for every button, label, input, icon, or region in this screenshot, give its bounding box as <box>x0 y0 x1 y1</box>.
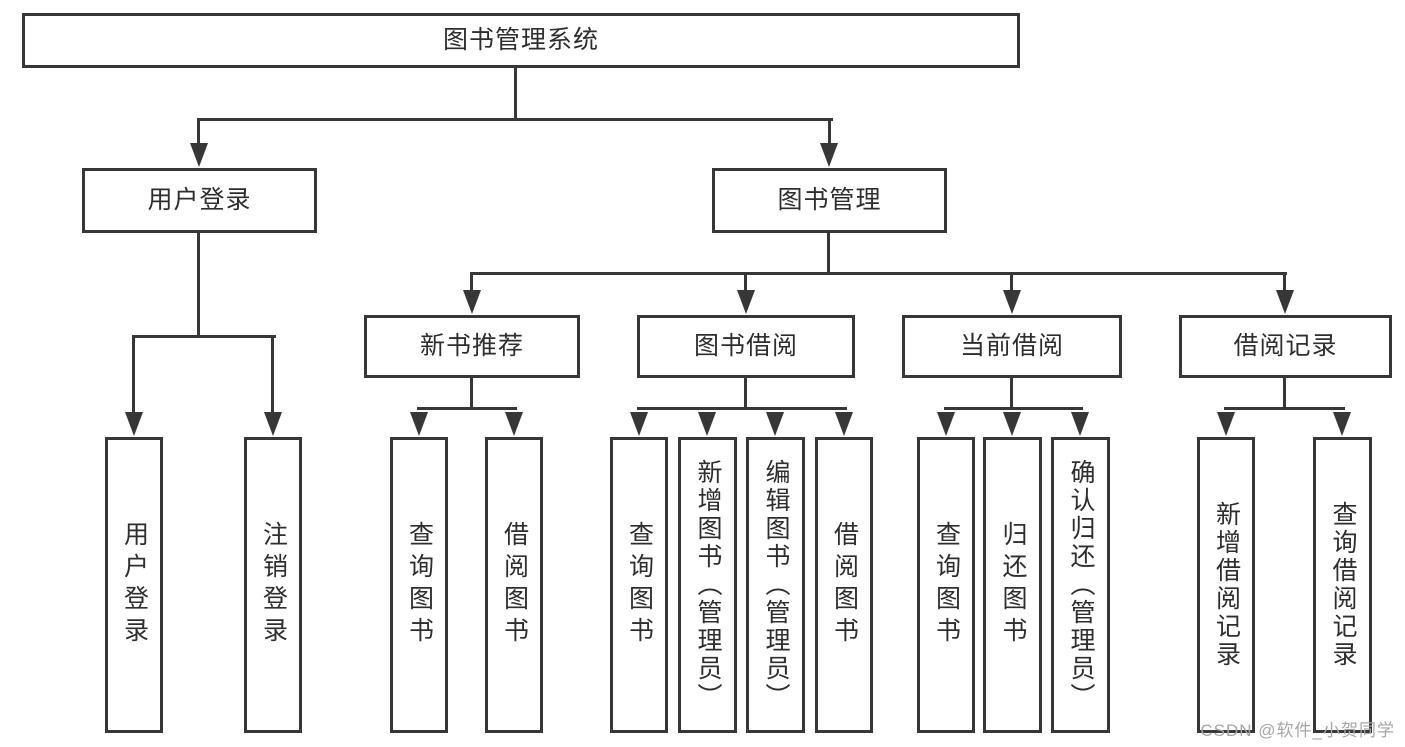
arrowhead <box>1003 290 1021 314</box>
node-edit-books-admin: 编辑图书（管理员） <box>746 437 805 733</box>
node-query-books-recommend: 查询图书 <box>390 437 448 733</box>
connector-line <box>132 335 276 338</box>
connector-line <box>827 233 830 275</box>
connector-line <box>514 68 517 121</box>
node-borrow-records: 借阅记录 <box>1179 315 1392 378</box>
arrowhead <box>190 143 208 167</box>
connector-line <box>470 272 1287 275</box>
arrowhead <box>737 290 755 314</box>
arrowhead <box>264 412 282 436</box>
node-query-borrow-record: 查询借阅记录 <box>1313 437 1372 733</box>
connector-line <box>1224 407 1345 410</box>
connector-line <box>1010 272 1013 292</box>
connector-line <box>1010 378 1013 410</box>
connector-line <box>197 118 200 148</box>
arrowhead <box>125 412 143 436</box>
node-query-books-current: 查询图书 <box>917 437 975 733</box>
arrowhead <box>1071 412 1089 436</box>
connector-line <box>637 407 847 410</box>
node-add-borrow-record: 新增借阅记录 <box>1197 437 1255 733</box>
arrowhead <box>630 412 648 436</box>
arrowhead <box>766 412 784 436</box>
node-confirm-return-admin: 确认归还（管理员） <box>1051 437 1110 733</box>
arrowhead <box>937 412 955 436</box>
node-new-book-recommend: 新书推荐 <box>364 315 580 378</box>
arrowhead <box>835 412 853 436</box>
connector-line <box>828 118 831 148</box>
node-borrow-books-recommend: 借阅图书 <box>485 437 543 733</box>
connector-line <box>744 272 747 292</box>
node-borrow-books: 借阅图书 <box>815 437 873 733</box>
connector-line <box>470 378 473 410</box>
node-current-borrow: 当前借阅 <box>902 315 1122 378</box>
node-book-management: 图书管理 <box>712 168 947 233</box>
arrowhead <box>698 412 716 436</box>
connector-line <box>417 407 517 410</box>
csdn-watermark: CSDN @软件_小贺同学 <box>1200 721 1395 740</box>
arrowhead <box>1217 412 1235 436</box>
connector-line <box>470 272 473 292</box>
arrowhead <box>1333 412 1351 436</box>
arrowhead <box>820 143 838 167</box>
arrowhead <box>505 412 523 436</box>
connector-line <box>132 335 135 415</box>
node-query-books-borrow: 查询图书 <box>610 437 668 733</box>
node-book-borrow: 图书借阅 <box>637 315 855 378</box>
arrowhead <box>463 290 481 314</box>
arrowhead <box>1003 412 1021 436</box>
connector-line <box>1283 272 1286 292</box>
node-library-system: 图书管理系统 <box>22 13 1020 68</box>
node-logout-login: 注销登录 <box>244 437 302 733</box>
node-add-books-admin: 新增图书（管理员） <box>678 437 737 733</box>
arrowhead <box>410 412 428 436</box>
connector-line <box>271 335 274 415</box>
arrowhead <box>1276 290 1294 314</box>
connector-line <box>944 407 1083 410</box>
node-user-login-leaf: 用户登录 <box>105 437 163 733</box>
connector-line <box>1283 378 1286 410</box>
connector-line <box>197 118 833 121</box>
connector-line <box>197 233 200 338</box>
node-return-books: 归还图书 <box>983 437 1042 733</box>
node-user-login: 用户登录 <box>82 168 317 233</box>
connector-line <box>744 378 747 410</box>
